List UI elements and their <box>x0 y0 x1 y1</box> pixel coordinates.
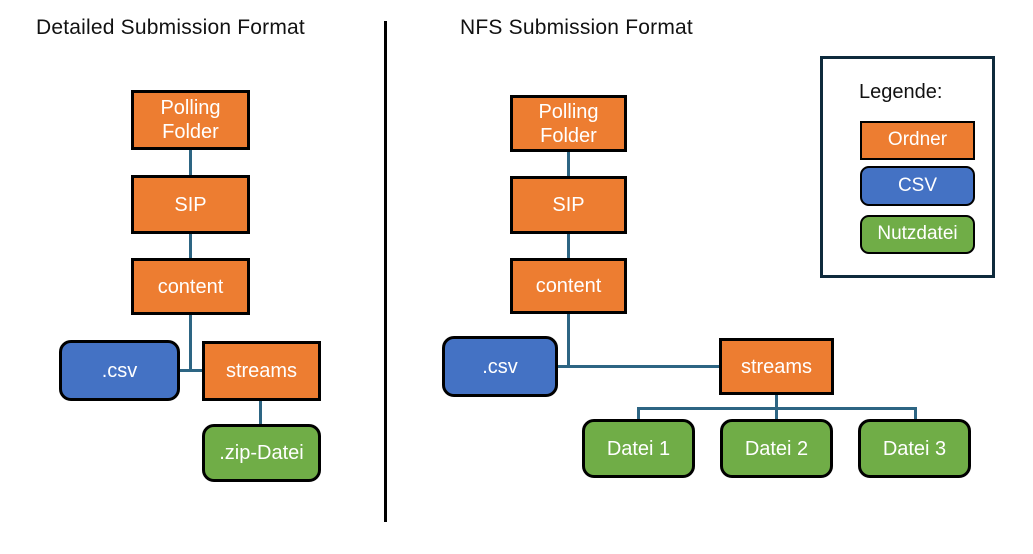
connector-left-csv-streams <box>180 369 202 372</box>
legend-panel: Legende: Ordner CSV Nutzdatei <box>820 56 995 278</box>
node-right-datei-3: Datei 3 <box>858 419 971 478</box>
node-right-polling-folder: Polling Folder <box>510 95 627 152</box>
node-right-content: content <box>510 258 627 314</box>
legend-title: Legende: <box>859 81 943 103</box>
node-left-streams: streams <box>202 341 321 401</box>
connector-right-bus-horizontal <box>637 407 917 410</box>
connector-right-polling-sip <box>567 152 570 176</box>
connector-right-bus-drop-datei1 <box>637 407 640 419</box>
connector-right-bus-drop-datei3 <box>914 407 917 419</box>
connector-right-csv-streams <box>558 365 719 368</box>
node-left-zip-datei: .zip-Datei <box>202 424 321 482</box>
right-diagram-title: NFS Submission Format <box>460 16 693 39</box>
legend-item-ordner: Ordner <box>860 121 975 160</box>
node-right-csv: .csv <box>442 336 558 397</box>
connector-left-sip-content <box>189 234 192 258</box>
section-divider-line <box>384 21 387 522</box>
node-left-content: content <box>131 258 250 315</box>
node-right-sip: SIP <box>510 176 627 234</box>
node-left-polling-folder: Polling Folder <box>131 90 250 150</box>
connector-left-content-down <box>189 315 192 371</box>
node-left-csv: .csv <box>59 340 180 401</box>
node-right-datei-2: Datei 2 <box>720 419 833 478</box>
connector-left-streams-zip <box>259 401 262 424</box>
connector-right-sip-content <box>567 234 570 258</box>
legend-item-nutzdatei: Nutzdatei <box>860 215 975 254</box>
node-right-streams: streams <box>719 338 834 395</box>
node-left-sip: SIP <box>131 175 250 234</box>
node-right-datei-1: Datei 1 <box>582 419 695 478</box>
legend-item-csv: CSV <box>860 166 975 206</box>
connector-right-content-down <box>567 314 570 367</box>
left-diagram-title: Detailed Submission Format <box>36 16 305 39</box>
connector-left-polling-sip <box>189 150 192 175</box>
